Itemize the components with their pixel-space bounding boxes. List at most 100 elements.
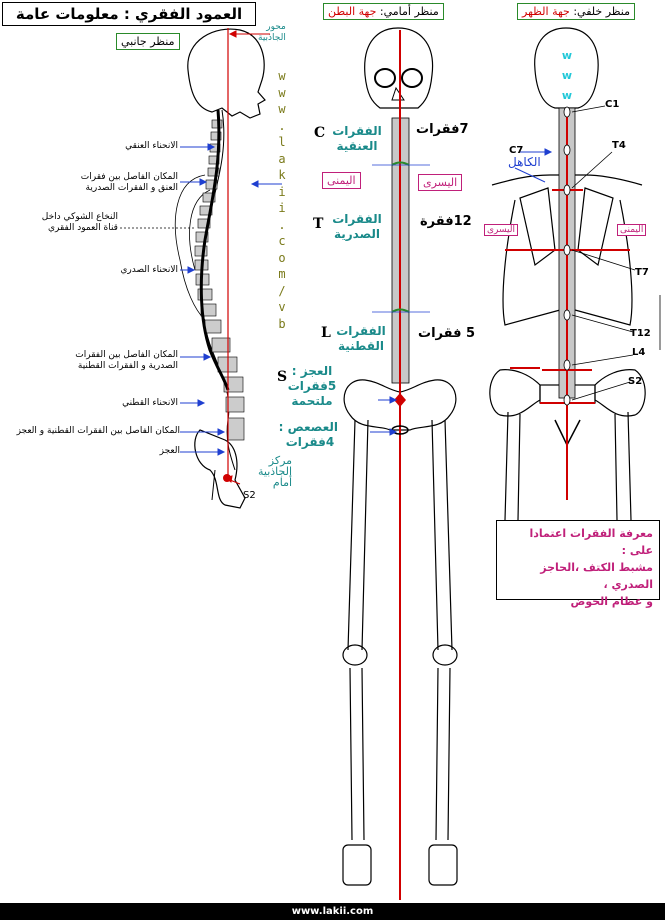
coccyx-label-line1: العصعص : xyxy=(278,420,338,434)
posterior-left-label: اليسرى xyxy=(484,224,518,236)
watermark-char: l xyxy=(278,135,286,149)
gravity-center-line3: أمام xyxy=(272,476,293,489)
t-letter: T xyxy=(313,216,324,232)
watermark-char: a xyxy=(278,151,286,166)
spinal-cord-label: النخاع الشوكي داخل قناة العمود الفقري xyxy=(6,212,118,234)
c1-label: C1 xyxy=(605,99,620,110)
note-line3: و عظام الحوض xyxy=(570,595,653,608)
watermark-char: o xyxy=(278,250,286,265)
gravity-axis-label: محور الجاذبية xyxy=(258,22,286,44)
gravity-center-line2: الجاذبية xyxy=(258,465,293,478)
thoracic-curve-label: الانحناء الصدري xyxy=(120,265,178,275)
anterior-arrows xyxy=(370,396,398,436)
gravity-axis-label-line1: محور xyxy=(266,22,286,32)
posterior-watermark: w w w xyxy=(561,46,573,106)
thoracic-label: الفقرات الصدرية xyxy=(328,212,386,242)
cerv-thor-junction-label: المكان الفاصل بين فقرات العنق و الفقرات … xyxy=(40,172,178,194)
thor-lumb-junction-line1: المكان الفاصل بين الفقرات xyxy=(75,350,178,360)
coccyx-label: العصعص : 4فقرات xyxy=(278,420,338,450)
watermark-char: / xyxy=(278,283,286,298)
s2-posterior-label: S2 xyxy=(628,376,643,387)
watermark-char: w xyxy=(278,69,286,83)
posterior-arrows xyxy=(514,148,553,183)
l-letter: L xyxy=(321,325,331,341)
t12-label: T12 xyxy=(630,328,651,339)
lateral-arrows xyxy=(180,143,282,456)
posterior-right-label: اليمنى xyxy=(617,224,647,236)
cervical-label-line1: الفقرات xyxy=(332,124,382,138)
sacrum-label-line1: العجز : xyxy=(291,364,333,378)
watermark-char: b xyxy=(278,316,286,331)
vertical-watermark: w w w . l a k i i . c o m / v b xyxy=(276,68,288,332)
lumbar-label-line1: الفقرات xyxy=(336,324,386,338)
anterior-section-markers xyxy=(391,161,410,313)
posterior-view-side: جهة الظهر xyxy=(522,5,570,18)
watermark-char: m xyxy=(278,267,286,281)
s2-lateral-label: S2 xyxy=(243,490,256,501)
posterior-view-label: منظر خلفي: جهة الظهر xyxy=(517,3,636,20)
watermark-char: c xyxy=(278,234,286,248)
gravity-center-label: مركز الجاذبية أمام xyxy=(258,455,292,488)
note-line1: معرفة الفقرات اعتمادا على : xyxy=(529,527,654,557)
sacrum-anterior-label: العجز : 5فقرات ملتحمة xyxy=(286,364,338,409)
posterior-view-prefix: منظر خلفي: xyxy=(569,5,631,18)
anterior-right-femur xyxy=(431,419,453,651)
red-pointers xyxy=(224,30,270,485)
cervical-count: 7فقرات xyxy=(416,122,469,137)
t4-label: T4 xyxy=(612,140,626,151)
thoracic-count: 12فقرة xyxy=(420,214,472,229)
coccyx-label-line2: 4فقرات xyxy=(285,435,335,449)
gravity-axis-label-line2: الجاذبية xyxy=(258,33,286,43)
posterior-pelvis xyxy=(489,369,646,417)
anterior-view-label: منظر أمامي: جهة البطن xyxy=(323,3,444,20)
thoracic-label-line2: الصدرية xyxy=(333,227,381,241)
watermark-char: i xyxy=(278,201,286,215)
lateral-skull xyxy=(187,28,266,119)
posterior-watermark-char: w xyxy=(561,49,573,62)
cerv-thor-junction-line2: العنق و الفقرات الصدرية xyxy=(85,183,178,193)
posterior-right-scapula xyxy=(577,187,614,267)
posterior-left-scapula xyxy=(519,187,556,267)
cervical-label-line2: العنقية xyxy=(336,139,378,153)
spinal-cord-line2: قناة العمود الفقري xyxy=(47,223,118,233)
cerv-thor-junction-line1: المكان الفاصل بين فقرات xyxy=(80,172,178,182)
sacrum-label-line3: ملتحمة xyxy=(291,394,333,408)
anterior-right-label: اليمنى xyxy=(322,172,361,189)
lateral-femur xyxy=(211,469,216,501)
lumb-sacral-junction-label: المكان الفاصل بين الفقرات القطنية و العج… xyxy=(16,426,180,436)
sacrum-label-line2: 5فقرات xyxy=(287,379,337,393)
sacrum-marker xyxy=(394,393,406,407)
anterior-view-side: جهة البطن xyxy=(328,5,377,18)
s-letter: S xyxy=(277,369,288,385)
thoracic-label-line1: الفقرات xyxy=(332,212,382,226)
posterior-skull xyxy=(534,27,599,109)
lumbar-curve-label: الانحناء القطني xyxy=(122,398,178,408)
anterior-view-prefix: منظر أمامي: xyxy=(376,5,439,18)
thor-lumb-junction-label: المكان الفاصل بين الفقرات الصدرية و الفق… xyxy=(36,350,178,372)
footer-url: www.lakii.com xyxy=(0,903,665,920)
lateral-pelvis xyxy=(194,429,246,509)
l4-label: L4 xyxy=(632,347,646,358)
posterior-pointers xyxy=(571,105,661,401)
c7-label: C7 xyxy=(509,145,524,156)
watermark-char: w xyxy=(278,85,286,100)
watermark-char: . xyxy=(278,217,286,232)
note-line2: مشبط الكتف ،الحاجز الصدري ، xyxy=(540,561,653,591)
lumbar-count: 5 فقرات xyxy=(418,326,476,341)
sacrum-lateral-label: العجز xyxy=(159,446,180,456)
watermark-char: . xyxy=(278,118,286,133)
shoulder-label: الكاهل xyxy=(508,155,541,169)
anterior-skeleton xyxy=(342,27,458,886)
anterior-left-femur xyxy=(347,419,369,651)
cervical-curve-label: الانحناء العنقي xyxy=(125,141,178,151)
thor-lumb-junction-line2: الصدرية و الفقرات القطنية xyxy=(77,361,178,371)
posterior-watermark-char: w xyxy=(561,69,573,82)
spinal-cord-line xyxy=(199,109,230,391)
lumbar-label: الفقرات القطنية xyxy=(336,324,386,354)
lateral-view-label: منظر جانبي xyxy=(116,33,180,50)
posterior-vertebra-dots xyxy=(563,106,571,406)
posterior-ribcage xyxy=(502,199,633,326)
lumbar-label-line2: القطنية xyxy=(337,339,385,353)
cervical-label: الفقرات العنقية xyxy=(328,124,386,154)
